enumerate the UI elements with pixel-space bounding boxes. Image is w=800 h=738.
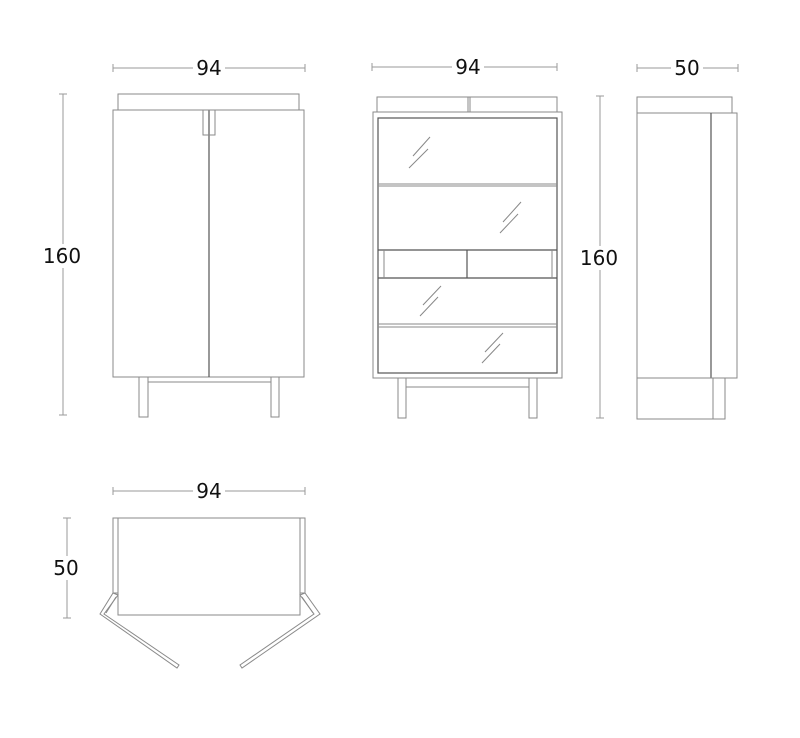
top-width-label: 94 (196, 479, 221, 503)
dim-side-depth: 50 (636, 56, 739, 80)
top-depth-label: 50 (53, 556, 78, 580)
dim-top-depth: 50 (50, 517, 84, 619)
glass-width-label: 94 (455, 55, 480, 79)
top-rail (376, 96, 558, 113)
leg-left (397, 377, 407, 419)
side-depth-label: 50 (674, 56, 699, 80)
leg-left (138, 376, 149, 418)
door-handle (202, 109, 216, 136)
dim-front-height: 160 (42, 93, 82, 416)
side-panel-left (112, 517, 119, 594)
leg-right (270, 376, 280, 418)
top-cap (636, 96, 733, 114)
leg-right (528, 377, 538, 419)
side-view (636, 96, 738, 420)
dim-front-width: 94 (112, 56, 306, 80)
door-left-open (99, 592, 180, 669)
top-cap (117, 93, 300, 111)
top-view-open (99, 517, 321, 669)
front-width-label: 94 (196, 56, 221, 80)
side-height-label: 160 (580, 246, 618, 270)
side-base (636, 377, 726, 420)
dim-glass-width: 94 (371, 55, 558, 79)
glass-reflection-marks (408, 136, 522, 364)
front-height-label: 160 (43, 244, 81, 268)
dim-top-width: 94 (112, 479, 306, 503)
carcass-plan (117, 517, 301, 616)
glass-front (377, 117, 558, 374)
side-panel-right (299, 517, 306, 594)
side-body (636, 112, 738, 379)
front-view-closed (112, 93, 305, 418)
front-view-glass (372, 96, 563, 419)
cabinet-frame (372, 111, 563, 379)
dim-side-height: 160 (579, 95, 619, 419)
door-right-open (239, 592, 321, 669)
